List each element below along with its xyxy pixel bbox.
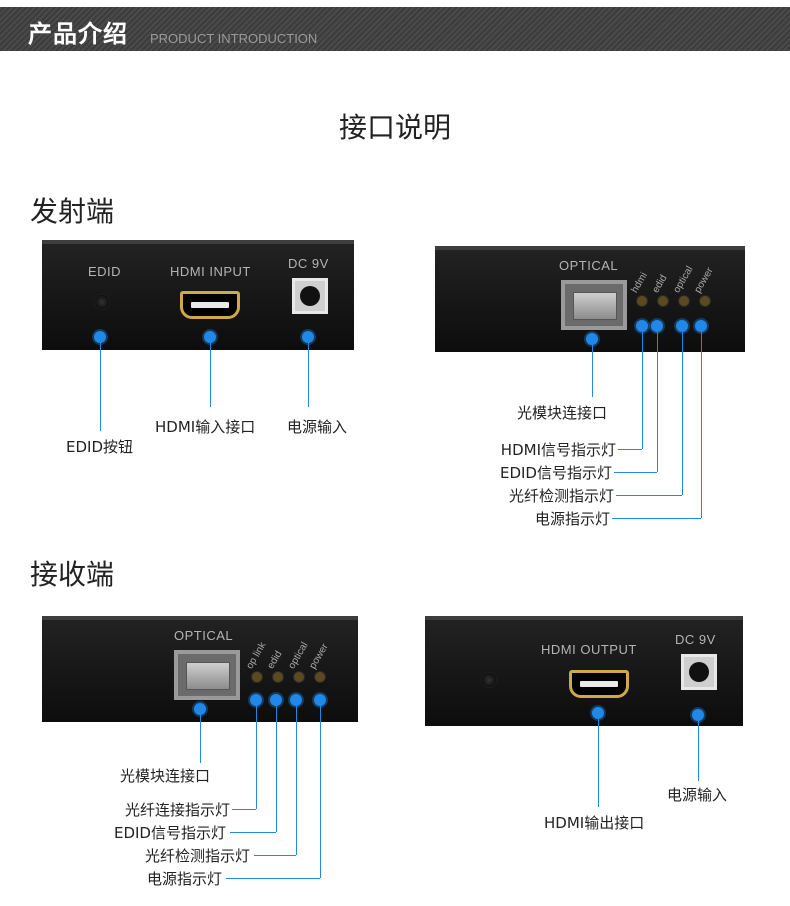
screw-hole [481,672,497,688]
leader-line [701,332,702,518]
callout-optical-module: 光模块连接口 [120,767,211,785]
sfp-optical-port [174,650,240,700]
dc-power-port [292,278,328,314]
leader-line [256,706,257,809]
leader-line [612,518,701,519]
hdmi-led [637,296,647,306]
callout-edid-button: EDID按钮 [66,438,134,456]
marker-dot [314,694,326,706]
led-label: power [692,265,716,295]
optical-led [294,672,304,682]
sfp-optical-port [561,280,627,330]
marker-dot [592,707,604,719]
hdmi-output-label: HDMI OUTPUT [541,642,637,657]
receiver-title: 接收端 [30,558,115,591]
optical-led [679,296,689,306]
leader-line [100,343,101,431]
leader-line [657,332,658,472]
callout-fiber-led: 光纤检测指示灯 [144,847,250,865]
optical-label: OPTICAL [559,258,619,273]
marker-dot [586,333,598,345]
power-led [315,672,325,682]
callout-power-input: 电源输入 [667,786,728,804]
marker-dot [676,320,688,332]
dc-power-port [681,654,717,690]
led-label: op link [244,640,269,671]
transmitter-title: 发射端 [30,195,115,228]
leader-line [232,809,256,810]
callout-hdmi-input: HDMI输入接口 [155,418,256,436]
hdmi-input-label: HDMI INPUT [170,264,251,279]
banner-title: 产品介绍 [28,20,128,48]
op-link-led [252,672,262,682]
leader-line [308,343,309,407]
leader-line [698,721,699,781]
hdmi-input-port [180,291,240,319]
callout-fiber-led: 光纤检测指示灯 [508,487,614,505]
transmitter-rear-panel: OPTICAL hdmi edid optical power [435,246,745,352]
receiver-rear-panel: HDMI OUTPUT DC 9V [425,616,743,726]
leader-line [592,345,593,397]
led-label: optical [286,640,311,671]
leader-line [226,878,320,879]
led-label: power [307,641,331,671]
callout-edid-led: EDID信号指示灯 [113,824,226,842]
transmitter-front-panel: EDID HDMI INPUT DC 9V [42,240,354,350]
leader-line [210,343,211,407]
marker-dot [636,320,648,332]
leader-line [200,715,201,763]
marker-dot [651,320,663,332]
edid-led [273,672,283,682]
callout-fiber-link-led: 光纤连接指示灯 [124,801,230,819]
marker-dot [250,694,262,706]
optical-label: OPTICAL [174,628,234,643]
leader-line [320,706,321,878]
marker-dot [270,694,282,706]
marker-dot [94,331,106,343]
led-label: hdmi [629,270,650,295]
leader-line [276,706,277,832]
led-label: edid [650,273,670,295]
leader-line [642,332,643,449]
callout-hdmi-led: HDMI信号指示灯 [500,441,616,459]
leader-line [296,706,297,855]
hdmi-output-port [569,670,629,698]
callout-edid-led: EDID信号指示灯 [499,464,612,482]
section-title: 接口说明 [338,111,451,144]
marker-dot [194,703,206,715]
dc-label: DC 9V [675,632,716,647]
marker-dot [302,331,314,343]
leader-line [682,332,683,495]
edid-button [94,294,110,310]
callout-power-led: 电源指示灯 [534,510,610,528]
marker-dot [290,694,302,706]
power-led [700,296,710,306]
marker-dot [695,320,707,332]
leader-line [616,495,682,496]
leader-line [254,855,296,856]
edid-led [658,296,668,306]
leader-line [230,832,276,833]
dc-label: DC 9V [288,256,329,271]
callout-power-led: 电源指示灯 [146,870,222,888]
callout-hdmi-output: HDMI输出接口 [544,814,645,832]
leader-line [598,719,599,807]
banner-subtitle: PRODUCT INTRODUCTION [150,31,318,46]
callout-power-input: 电源输入 [287,418,348,436]
leader-line [618,449,642,450]
marker-dot [692,709,704,721]
led-label: edid [265,649,285,671]
leader-line [614,472,657,473]
led-label: optical [671,264,696,295]
edid-label: EDID [88,264,122,279]
callout-optical-module: 光模块连接口 [517,404,608,422]
header-banner: 产品介绍 PRODUCT INTRODUCTION [0,7,790,51]
marker-dot [204,331,216,343]
